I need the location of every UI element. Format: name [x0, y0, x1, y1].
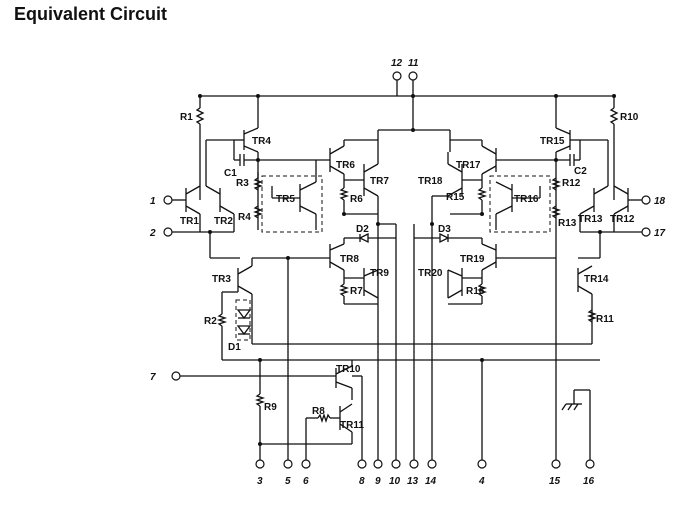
label-tr6: TR6	[336, 160, 355, 171]
pin-10-terminal	[391, 459, 401, 469]
label-tr15: TR15	[540, 136, 565, 147]
label-tr13: TR13	[578, 214, 603, 225]
label-r8: R8	[312, 406, 325, 417]
label-tr2: TR2	[214, 216, 233, 227]
label-c2: C2	[574, 166, 587, 177]
label-tr18: TR18	[418, 176, 443, 187]
pin-3-label: 3	[257, 476, 263, 487]
pin-3-terminal	[255, 459, 265, 469]
pin-8-terminal	[357, 459, 367, 469]
label-tr12: TR12	[610, 214, 635, 225]
label-tr14: TR14	[584, 274, 609, 285]
pin-12-label: 12	[391, 58, 403, 69]
pin-8-label: 8	[359, 476, 365, 487]
pin-17-label: 17	[654, 228, 666, 239]
pin-5-terminal	[283, 459, 293, 469]
label-tr9: TR9	[370, 268, 389, 279]
label-r2: R2	[204, 316, 217, 327]
pin-11-label: 11	[408, 58, 419, 69]
pin-17-terminal	[641, 227, 651, 237]
label-tr19: TR19	[460, 254, 485, 265]
label-tr10: TR10	[336, 364, 361, 375]
label-r12: R12	[562, 178, 581, 189]
pin-4-terminal	[477, 459, 487, 469]
pin-12-terminal	[392, 71, 402, 81]
label-r6: R6	[350, 194, 363, 205]
tr5-box	[261, 175, 323, 233]
left-input-stage	[172, 96, 600, 361]
pin-4-label: 4	[478, 476, 485, 487]
right-input-stage	[480, 96, 642, 460]
pin-6-label: 6	[303, 476, 309, 487]
label-tr7: TR7	[370, 176, 389, 187]
pin-6-terminal	[301, 459, 311, 469]
tr5-transistor	[271, 160, 317, 230]
tr16-box	[489, 175, 551, 233]
label-tr1: TR1	[180, 216, 199, 227]
pin-9-label: 9	[375, 476, 381, 487]
label-tr4: TR4	[252, 136, 271, 147]
pin-7-terminal	[171, 371, 181, 381]
label-r11: R11	[596, 314, 614, 325]
pin-2-label: 2	[149, 228, 156, 239]
label-d3: D3	[438, 224, 451, 235]
pin-5-label: 5	[285, 476, 291, 487]
page-title: Equivalent Circuit	[14, 4, 168, 24]
supply-rail	[198, 80, 616, 152]
pin-15-label: 15	[549, 476, 561, 487]
pin-14-terminal	[427, 459, 437, 469]
label-tr20: TR20	[418, 268, 443, 279]
bottom-stage	[180, 258, 591, 460]
pin-9-terminal	[373, 459, 383, 469]
label-tr8: TR8	[340, 254, 359, 265]
pin-10-label: 10	[389, 476, 401, 487]
label-tr3: TR3	[212, 274, 231, 285]
pin-15-terminal	[551, 459, 561, 469]
pin-1-terminal	[163, 195, 173, 205]
right-driver-stage	[413, 139, 570, 460]
pin-2-terminal	[163, 227, 173, 237]
label-tr16: TR16	[514, 194, 539, 205]
label-r4: R4	[238, 212, 251, 223]
label-tr17: TR17	[456, 160, 481, 171]
pin-16-terminal	[585, 459, 595, 469]
pin-14-label: 14	[425, 476, 437, 487]
label-r16: R16	[466, 286, 485, 297]
label-c1: C1	[224, 168, 237, 179]
label-r1: R1	[180, 112, 193, 123]
label-r9: R9	[264, 402, 277, 413]
pin-18-label: 18	[654, 196, 666, 207]
tr16-transistor	[495, 181, 541, 230]
pin-13-terminal	[409, 459, 419, 469]
pin-13-label: 13	[407, 476, 419, 487]
label-r10: R10	[620, 112, 639, 123]
label-d1: D1	[228, 342, 241, 353]
label-d2: D2	[356, 224, 369, 235]
label-r3: R3	[236, 178, 249, 189]
pin-1-label: 1	[150, 196, 156, 207]
pin-7-label: 7	[150, 372, 156, 383]
pin-16-label: 16	[583, 476, 595, 487]
label-r15: R15	[446, 192, 465, 203]
label-tr11: TR11	[340, 420, 364, 431]
pin-18-terminal	[641, 195, 651, 205]
label-tr5: TR5	[276, 194, 295, 205]
label-r13: R13	[558, 218, 577, 229]
label-r7: R7	[350, 286, 363, 297]
left-driver-stage	[286, 139, 397, 460]
pin-11-terminal	[408, 71, 418, 81]
